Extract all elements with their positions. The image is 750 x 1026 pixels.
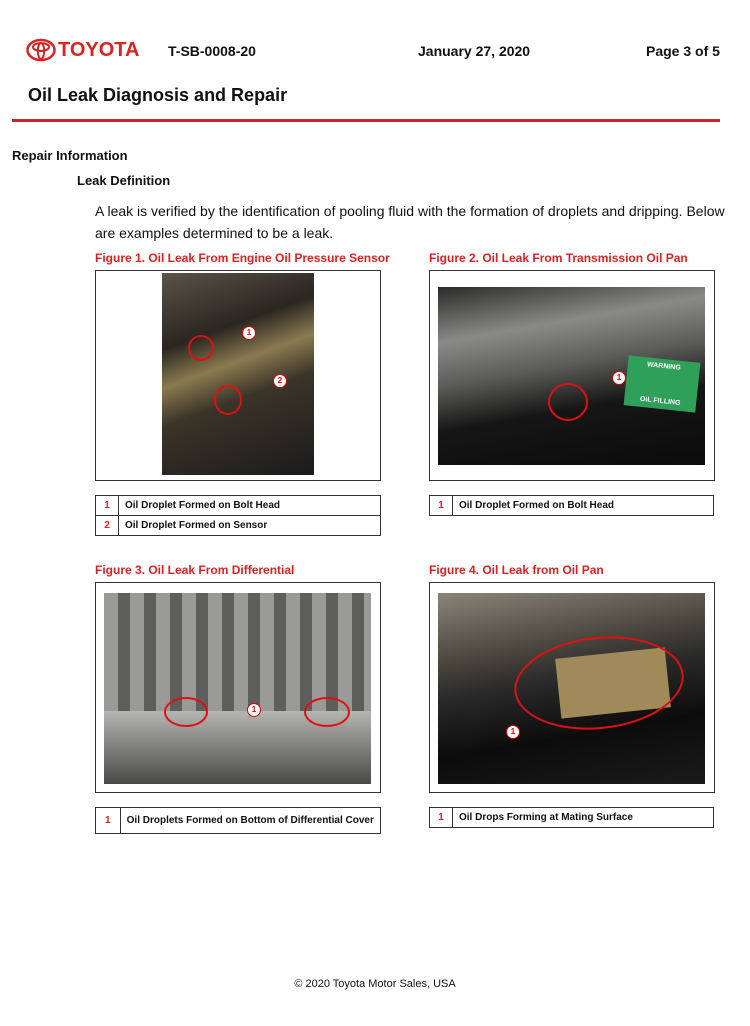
figure-2-photo: WARNING OIL FILLING 1 bbox=[438, 287, 705, 465]
callout-1: 1 bbox=[612, 371, 626, 385]
highlight-circle bbox=[548, 383, 588, 421]
figure-1-frame: 1 2 bbox=[95, 270, 381, 481]
highlight-circle bbox=[304, 697, 350, 727]
page-number: Page 3 of 5 bbox=[646, 43, 720, 59]
callout-1: 1 bbox=[506, 725, 520, 739]
document-id: T-SB-0008-20 bbox=[168, 43, 256, 59]
legend-text: Oil Droplet Formed on Bolt Head bbox=[118, 495, 381, 516]
figure-4-photo: 1 bbox=[438, 593, 705, 784]
highlight-circle bbox=[188, 335, 214, 361]
highlight-circle bbox=[164, 697, 208, 727]
document-date: January 27, 2020 bbox=[418, 43, 531, 59]
figure-1-photo: 1 2 bbox=[162, 273, 314, 475]
highlight-circle bbox=[214, 385, 242, 415]
copyright-footer: © 2020 Toyota Motor Sales, USA bbox=[294, 978, 456, 990]
legend-text: Oil Drops Forming at Mating Surface bbox=[452, 807, 714, 828]
section-heading: Repair Information bbox=[12, 148, 128, 163]
figure-2-frame: WARNING OIL FILLING 1 bbox=[429, 270, 715, 481]
oil-filling-label: OIL FILLING bbox=[639, 395, 681, 408]
subsection-heading: Leak Definition bbox=[77, 173, 171, 188]
legend-text: Oil Droplet Formed on Sensor bbox=[118, 515, 381, 536]
legend-number: 2 bbox=[95, 515, 119, 536]
highlight-circle bbox=[509, 628, 689, 738]
brand-name: TOYOTA bbox=[58, 38, 140, 61]
figure-4-caption: Figure 4. Oil Leak from Oil Pan bbox=[429, 563, 604, 577]
figure-2-caption: Figure 2. Oil Leak From Transmission Oil… bbox=[429, 251, 688, 265]
legend-text: Oil Droplet Formed on Bolt Head bbox=[452, 495, 714, 516]
legend-number: 1 bbox=[95, 807, 121, 834]
figure-1-caption: Figure 1. Oil Leak From Engine Oil Press… bbox=[95, 251, 390, 265]
header-divider bbox=[12, 119, 720, 122]
warning-sticker: WARNING OIL FILLING bbox=[623, 355, 701, 413]
figure-4-frame: 1 bbox=[429, 582, 715, 793]
callout-1: 1 bbox=[247, 703, 261, 717]
leak-definition-text: A leak is verified by the identification… bbox=[95, 203, 725, 241]
page-title: Oil Leak Diagnosis and Repair bbox=[28, 85, 288, 105]
callout-2: 2 bbox=[273, 374, 287, 388]
warning-label: WARNING bbox=[646, 361, 682, 372]
legend-number: 1 bbox=[429, 807, 453, 828]
figure-3-frame: 1 bbox=[95, 582, 381, 793]
callout-1: 1 bbox=[242, 326, 256, 340]
figure-3-caption: Figure 3. Oil Leak From Differential bbox=[95, 563, 295, 577]
toyota-emblem-icon bbox=[26, 38, 56, 62]
legend-text: Oil Droplets Formed on Bottom of Differe… bbox=[119, 807, 382, 834]
legend-number: 1 bbox=[95, 495, 119, 516]
legend-number: 1 bbox=[429, 495, 453, 516]
figure-3-photo: 1 bbox=[104, 593, 371, 784]
toyota-logo: TOYOTA bbox=[26, 38, 139, 62]
